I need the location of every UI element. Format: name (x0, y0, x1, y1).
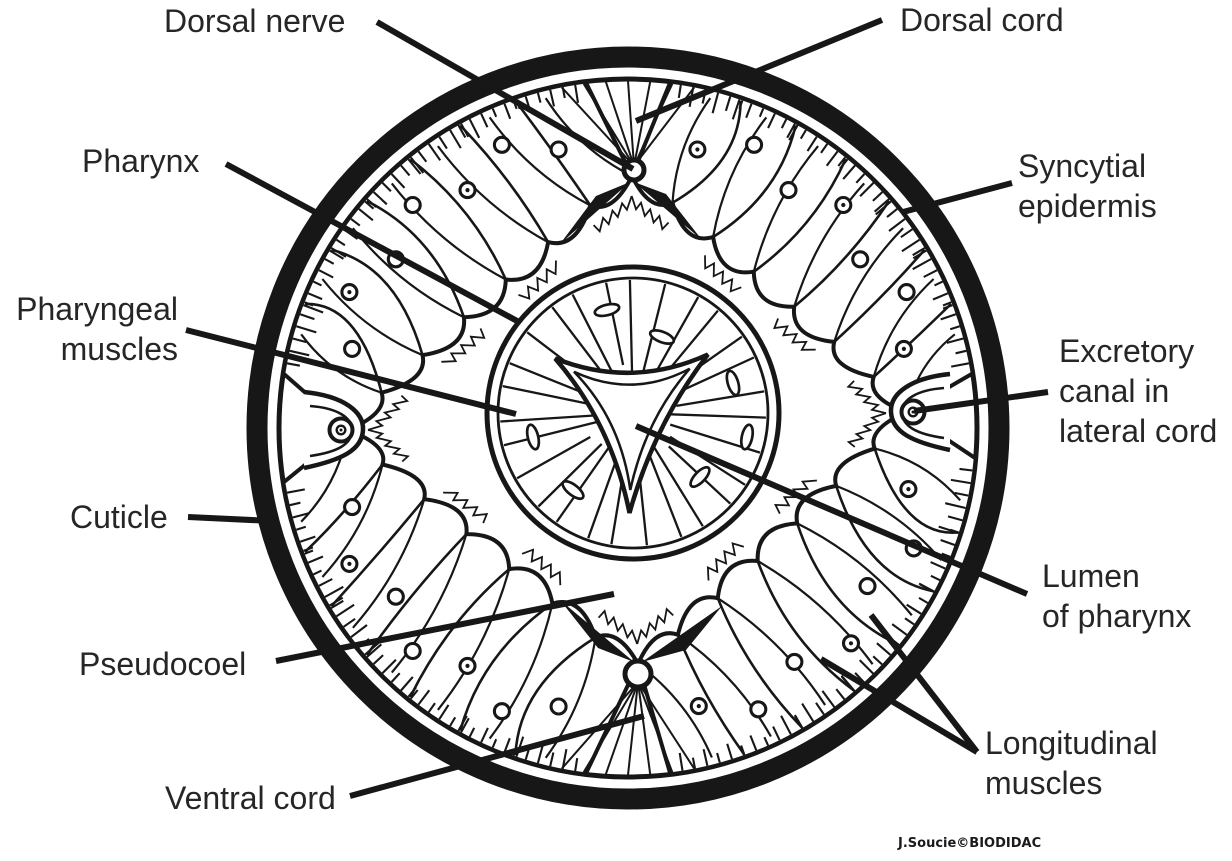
pharynx-nucleus (593, 302, 621, 318)
pharyngeal-muscle-line (666, 413, 766, 419)
pharyngeal-muscle-line (503, 420, 601, 447)
leader-dorsal-nerve (375, 19, 635, 172)
muscle-cell-nucleus (785, 652, 804, 671)
muscle-cell-nucleus (858, 577, 877, 596)
muscle-cell-nucleus (386, 587, 405, 606)
leader-pharyngeal-muscles (185, 327, 517, 417)
label-pseudocoel: Pseudocoel (79, 646, 247, 682)
label-excretory-canal: Excretory canal in lateral cord (1059, 333, 1218, 449)
pharyngeal-muscle-line (646, 448, 683, 538)
muscle-quadrant-ne (629, 79, 975, 415)
pharynx-nucleus (689, 465, 711, 489)
muscle-cell-nucleus (749, 700, 768, 719)
pharyngeal-muscle-line (653, 296, 700, 376)
pharynx-nucleus (525, 423, 541, 451)
muscle-cell-nucleus (745, 135, 764, 154)
leader-cuticle (187, 514, 273, 524)
muscle-quadrant-nw-body (281, 79, 635, 433)
pharynx-structure (484, 264, 782, 562)
pharyngeal-muscle-line (649, 441, 704, 527)
label-pharyngeal-muscles: Pharyngeal muscles (16, 291, 178, 367)
muscle-cell-nucleus (851, 250, 870, 269)
pharyngeal-muscle-line (516, 435, 591, 480)
pharyngeal-muscle-line (537, 443, 603, 508)
muscle-cell-nucleus (492, 702, 511, 721)
muscle-cell-nucleus (343, 339, 362, 358)
leader-syncytial-epidermis (902, 180, 1013, 215)
pharynx-nucleus (739, 423, 755, 451)
leader-longitudinal-muscles-b (819, 656, 979, 755)
label-ventral-cord: Ventral cord (165, 780, 336, 816)
leader-ventral-cord (349, 713, 645, 799)
pharynx-nucleus (561, 479, 585, 501)
credit-text: J.Soucie©BIODIDAC (898, 836, 1042, 851)
muscle-cell-nucleus (897, 283, 916, 302)
muscle-cell-nucleus (343, 498, 362, 517)
leader-dorsal-cord (634, 17, 884, 124)
pharyngeal-muscle-line (628, 279, 634, 380)
leader-lumen-of-pharynx (634, 423, 1029, 597)
label-longitudinal-muscles: Longitudinal muscles (985, 725, 1158, 801)
pharyngeal-muscle-line (604, 282, 625, 366)
pharyngeal-muscle-line (502, 384, 591, 406)
pharynx-nucleus (725, 369, 741, 397)
label-dorsal-nerve: Dorsal nerve (164, 3, 346, 39)
cuticle-ring (246, 46, 1010, 810)
muscle-cell-nucleus (549, 697, 568, 716)
pharyngeal-muscle-line (500, 414, 595, 423)
pharyngeal-muscle-line (663, 309, 719, 377)
ventral-cord-structure (560, 600, 722, 776)
muscle-cell-nucleus (403, 641, 422, 661)
leader-longitudinal-muscles-a (868, 613, 980, 754)
label-cuticle: Cuticle (70, 499, 168, 535)
muscle-quadrant-se (635, 409, 978, 777)
label-dorsal-cord: Dorsal cord (900, 2, 1064, 38)
leader-excretory-canal (913, 389, 1049, 414)
label-syncytial-epidermis: Syncytial epidermis (1018, 148, 1157, 224)
epidermis-ring (276, 76, 980, 780)
muscle-cell-nucleus (779, 181, 798, 200)
pharyngeal-muscle-line (571, 293, 615, 375)
ventral-cord-knob (622, 658, 654, 690)
muscle-cell-nucleus (492, 135, 511, 154)
muscle-cell-nucleus (403, 195, 422, 215)
muscle-quadrant-nw (281, 79, 635, 433)
pharyngeal-muscle-line (509, 362, 589, 396)
label-lumen-of-pharynx: Lumen of pharynx (1042, 558, 1192, 634)
leader-lines (185, 17, 1049, 799)
pharyngeal-muscle-line (676, 390, 765, 408)
pharyngeal-muscle-line (555, 444, 612, 523)
label-pharynx: Pharynx (82, 143, 200, 179)
muscle-cell-nucleus (549, 140, 568, 159)
lateral-cord-left (303, 389, 366, 471)
leader-pharynx (224, 161, 521, 325)
leader-pseudocoel (275, 591, 615, 664)
pharynx-lumen (573, 367, 691, 491)
dorsal-cord-structure (560, 80, 702, 244)
pharynx-nucleus (648, 329, 676, 345)
